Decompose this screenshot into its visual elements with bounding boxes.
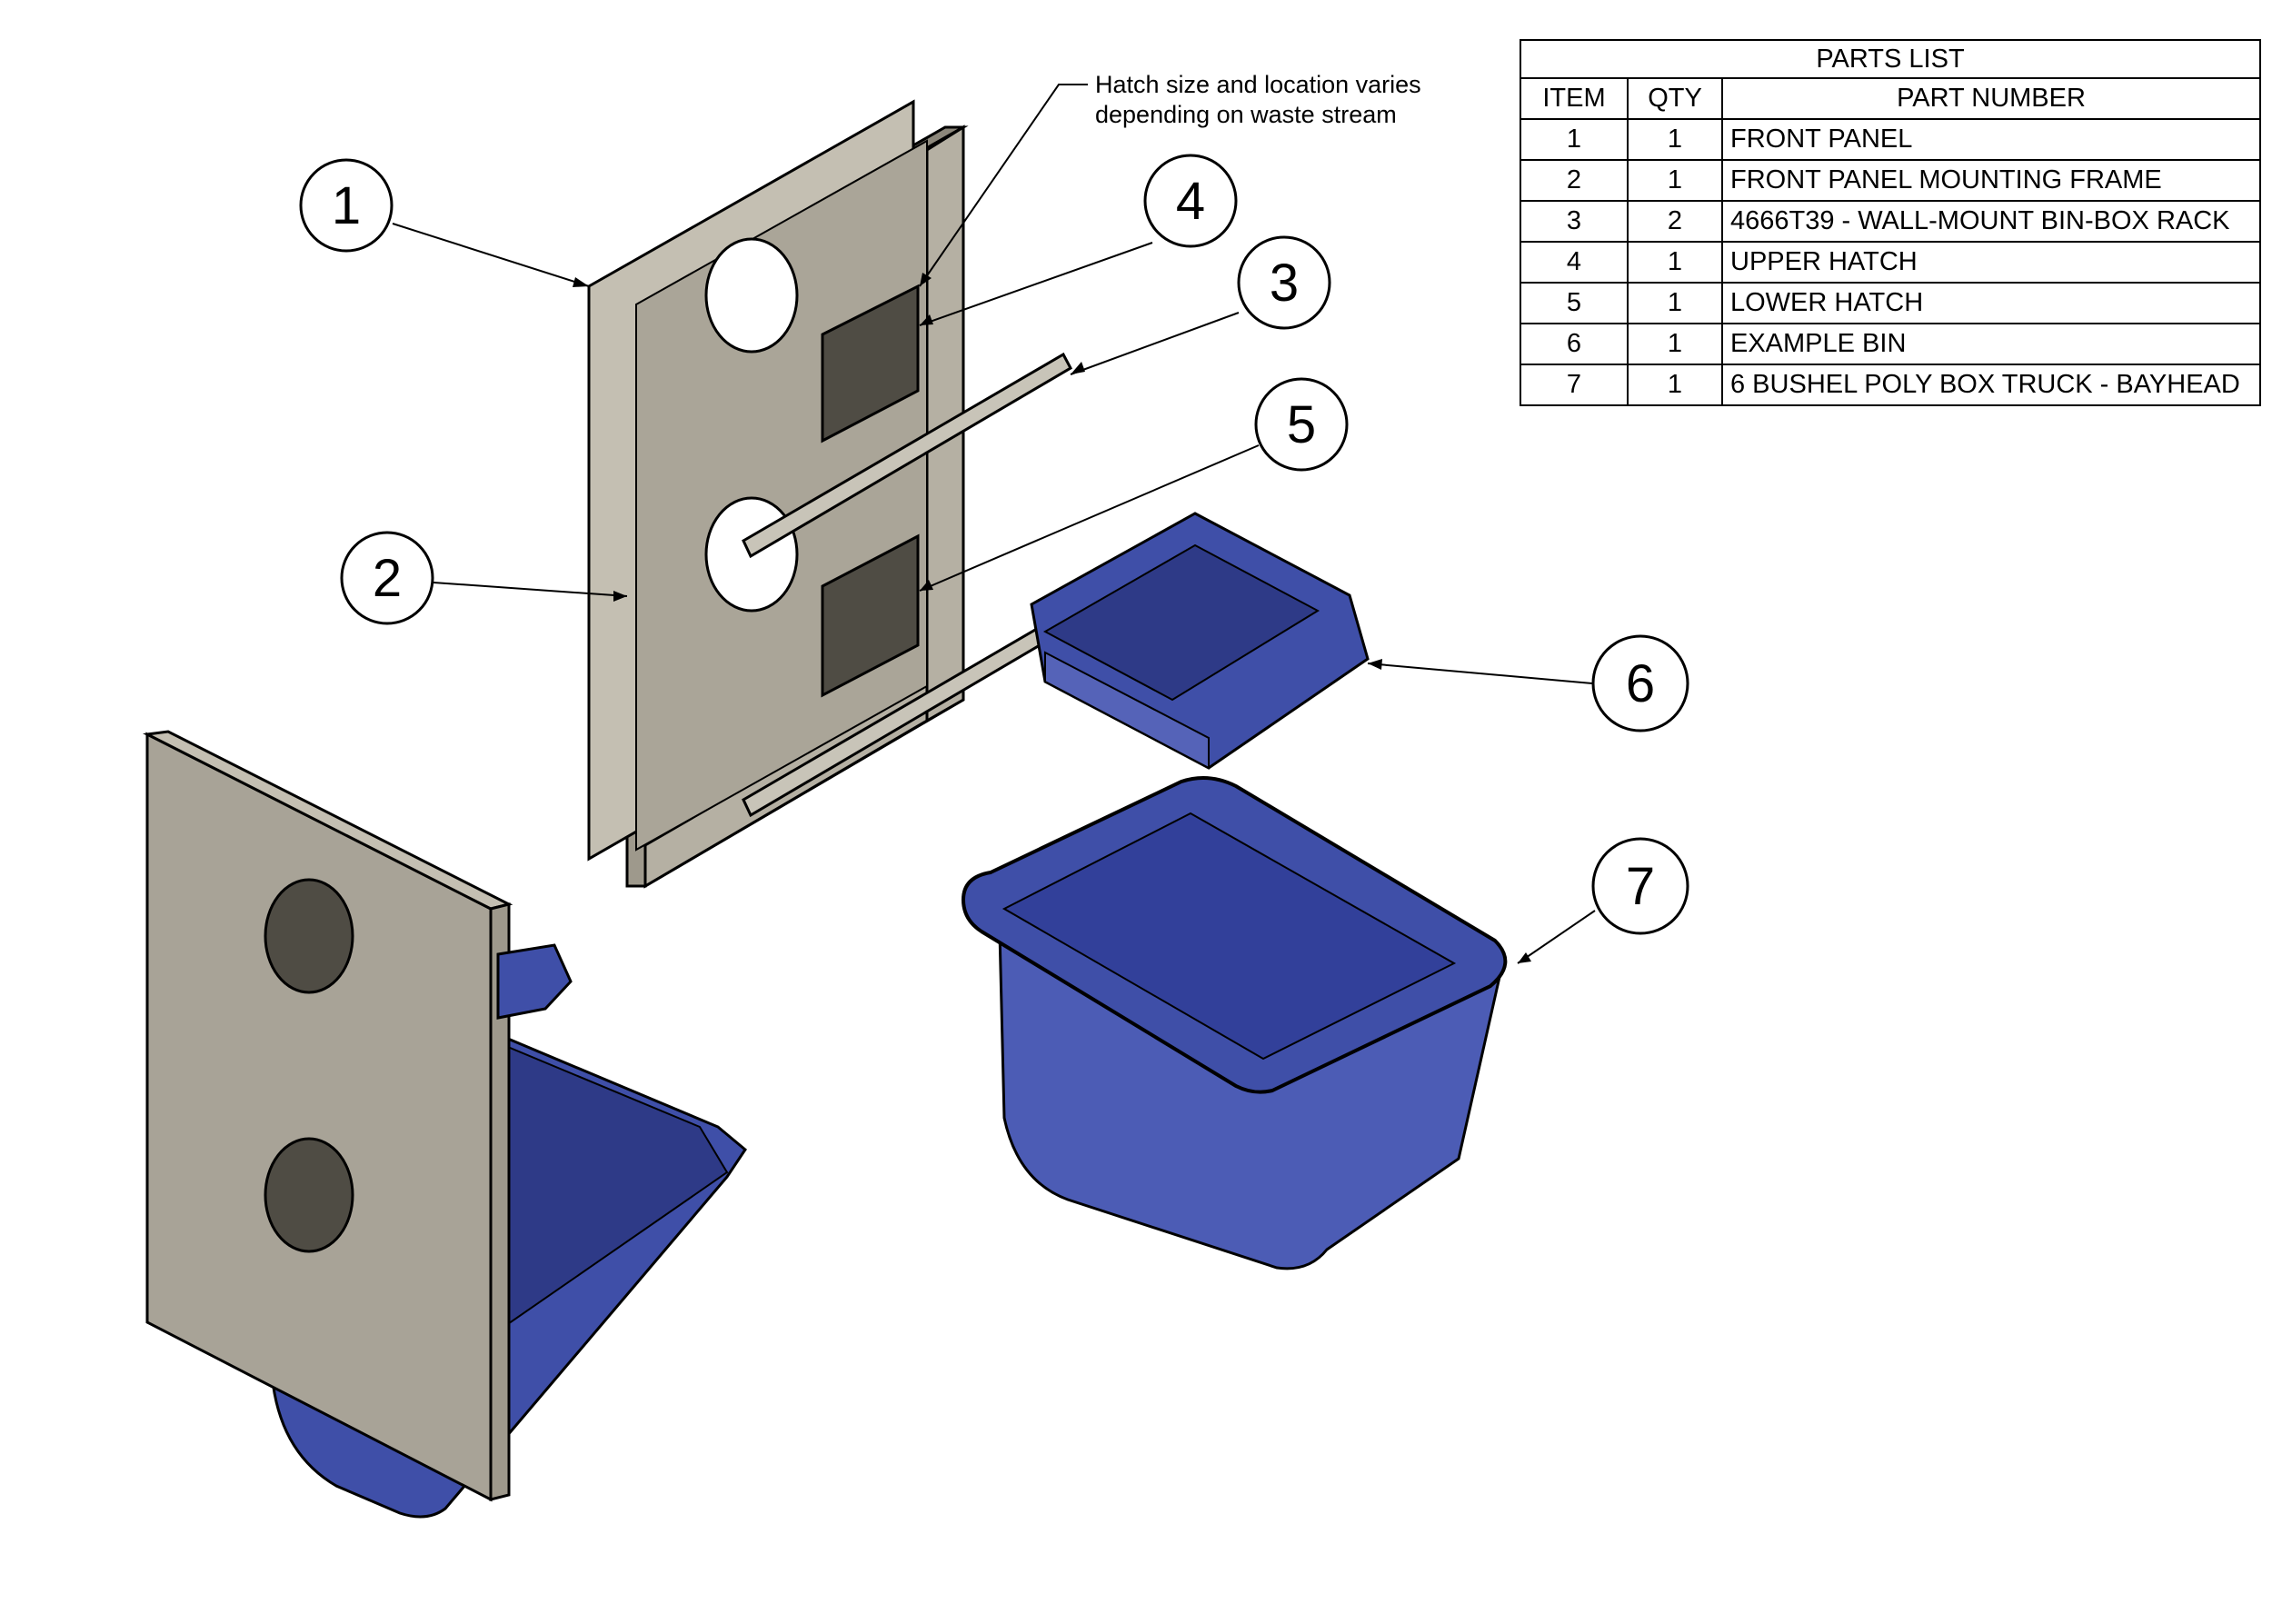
balloon-1: 1 [299, 158, 394, 253]
part-cell: 6 BUSHEL POLY BOX TRUCK - BAYHEAD [1721, 364, 2261, 406]
table-row: 3 2 4666T39 - WALL-MOUNT BIN-BOX RACK [1520, 200, 2261, 243]
balloon-6: 6 [1591, 634, 1689, 732]
header-qty: QTY [1627, 77, 1723, 120]
header-part-number: PART NUMBER [1721, 77, 2261, 120]
qty-cell: 2 [1627, 200, 1723, 243]
item-cell: 1 [1520, 118, 1629, 161]
qty-cell: 1 [1627, 282, 1723, 324]
qty-cell: 1 [1627, 159, 1723, 202]
svg-text:5: 5 [1287, 395, 1316, 454]
part-cell: FRONT PANEL MOUNTING FRAME [1721, 159, 2261, 202]
balloon-4: 4 [1143, 154, 1238, 248]
svg-text:Hatch size and location varies: Hatch size and location varies [1095, 71, 1421, 98]
item-cell: 2 [1520, 159, 1629, 202]
hatch-note: Hatch size and location varies depending… [1095, 71, 1421, 128]
table-row: 7 1 6 BUSHEL POLY BOX TRUCK - BAYHEAD [1520, 364, 2261, 406]
table-row: 2 1 FRONT PANEL MOUNTING FRAME [1520, 159, 2261, 202]
front-panel [587, 99, 928, 862]
svg-text:2: 2 [373, 549, 402, 608]
svg-text:4: 4 [1176, 172, 1205, 231]
part-cell: LOWER HATCH [1721, 282, 2261, 324]
item-cell: 5 [1520, 282, 1629, 324]
leader-arrowheads [573, 273, 1531, 963]
qty-cell: 1 [1627, 241, 1723, 284]
qty-cell: 1 [1627, 323, 1723, 365]
balloon-3: 3 [1237, 235, 1331, 330]
assembled-view [142, 730, 747, 1519]
box-truck [961, 776, 1508, 1270]
balloon-2: 2 [340, 531, 434, 625]
part-cell: FRONT PANEL [1721, 118, 2261, 161]
svg-text:6: 6 [1626, 654, 1655, 713]
item-cell: 4 [1520, 241, 1629, 284]
parts-list-header-row: ITEM QTY PART NUMBER [1520, 77, 2261, 120]
leader-lines [392, 84, 1596, 964]
item-cell: 7 [1520, 364, 1629, 406]
svg-text:1: 1 [332, 176, 361, 235]
qty-cell: 1 [1627, 118, 1723, 161]
parts-list-title: PARTS LIST [1520, 39, 2261, 77]
svg-text:3: 3 [1270, 254, 1299, 313]
svg-text:depending on waste stream: depending on waste stream [1095, 101, 1397, 128]
balloon-5: 5 [1254, 377, 1349, 472]
table-row: 5 1 LOWER HATCH [1520, 282, 2261, 324]
svg-text:7: 7 [1626, 857, 1655, 916]
table-row: 4 1 UPPER HATCH [1520, 241, 2261, 284]
part-cell: 4666T39 - WALL-MOUNT BIN-BOX RACK [1721, 200, 2261, 243]
table-row: 6 1 EXAMPLE BIN [1520, 323, 2261, 365]
part-cell: UPPER HATCH [1721, 241, 2261, 284]
qty-cell: 1 [1627, 364, 1723, 406]
part-cell: EXAMPLE BIN [1721, 323, 2261, 365]
lower-hatch [821, 533, 920, 698]
balloon-7: 7 [1591, 837, 1689, 935]
example-bin [1030, 512, 1370, 770]
table-row: 1 1 FRONT PANEL [1520, 118, 2261, 161]
parts-list-table: PARTS LIST ITEM QTY PART NUMBER 1 1 FRON… [1520, 39, 2261, 406]
item-cell: 6 [1520, 323, 1629, 365]
upper-hatch [821, 284, 920, 443]
header-item: ITEM [1520, 77, 1629, 120]
item-cell: 3 [1520, 200, 1629, 243]
